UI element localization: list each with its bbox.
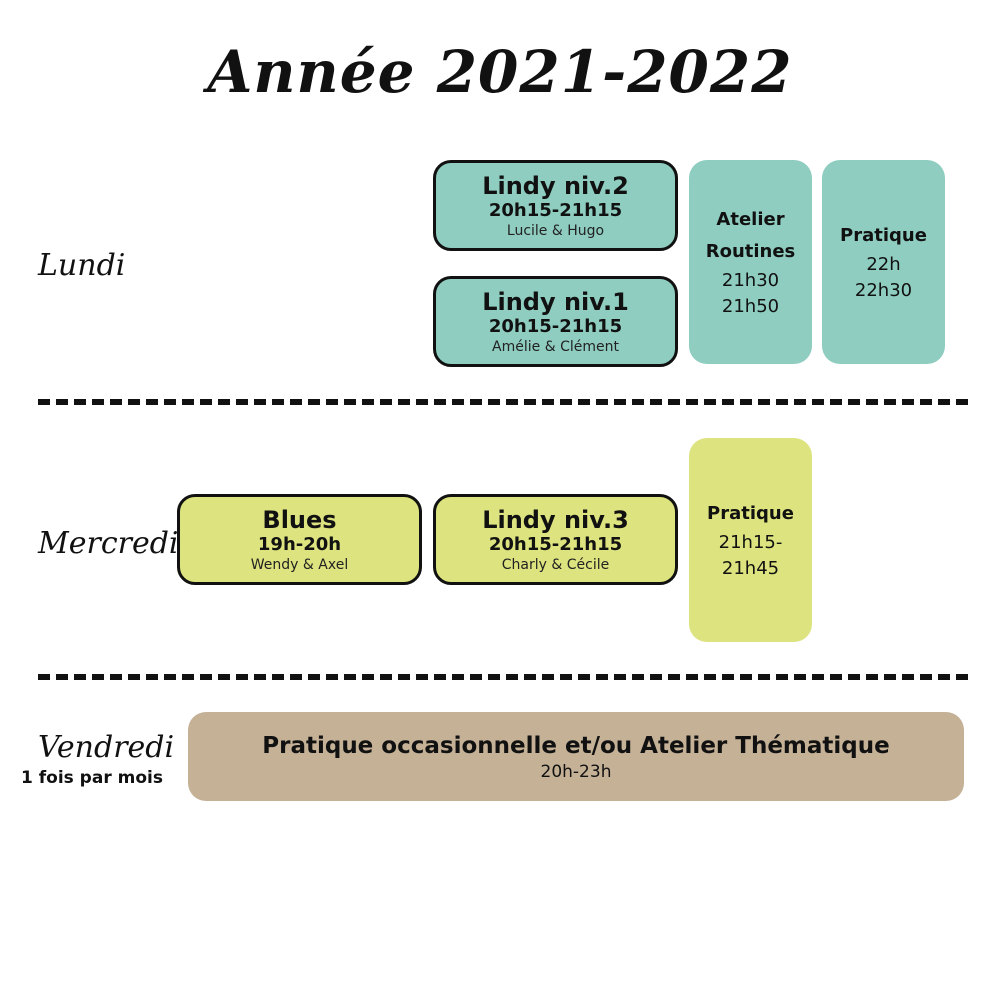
course-time-start: 22h [866, 254, 901, 275]
separator-lundi-mercredi [38, 399, 968, 405]
course-title: Blues [262, 505, 337, 534]
course-time: 20h15-21h15 [488, 199, 623, 221]
course-teachers: Lucile & Hugo [506, 222, 605, 239]
day-frequency: 1 fois par mois [21, 768, 163, 788]
day-label-mercredi: Mercredi [38, 526, 179, 561]
course-title: Pratique [840, 225, 927, 246]
page-title: Année 2021-2022 [207, 38, 793, 106]
day-label-vendredi: Vendredi [38, 730, 175, 765]
course-blues[interactable]: Blues 19h-20h Wendy & Axel [177, 494, 422, 585]
course-time-end: 22h30 [854, 280, 913, 301]
separator-mercredi-vendredi [38, 674, 968, 680]
course-title: Lindy niv.1 [482, 287, 629, 316]
course-time-start: 21h30 [721, 270, 780, 291]
course-title-line2: Routines [705, 241, 796, 262]
course-teachers: Amélie & Clément [492, 338, 619, 355]
event-vendredi[interactable]: Pratique occasionnelle et/ou Atelier Thé… [188, 712, 964, 801]
course-title: Lindy niv.2 [482, 171, 629, 200]
event-time: 20h-23h [540, 761, 612, 782]
course-time-end: 21h45 [721, 558, 780, 579]
course-title-line1: Atelier [716, 209, 785, 230]
course-teachers: Charly & Cécile [501, 556, 610, 573]
course-pratique-mercredi[interactable]: Pratique 21h15- 21h45 [689, 438, 812, 642]
course-title: Pratique [707, 503, 794, 524]
course-time-end: 21h50 [721, 296, 780, 317]
day-label-lundi: Lundi [38, 248, 126, 283]
course-time: 20h15-21h15 [488, 315, 623, 337]
course-time: 20h15-21h15 [488, 533, 623, 555]
course-title: Lindy niv.3 [482, 505, 629, 534]
course-time-start: 21h15- [718, 532, 783, 553]
event-title: Pratique occasionnelle et/ou Atelier Thé… [262, 732, 890, 759]
course-lindy-niv3[interactable]: Lindy niv.3 20h15-21h15 Charly & Cécile [433, 494, 678, 585]
course-time: 19h-20h [257, 533, 342, 555]
course-pratique-lundi[interactable]: Pratique 22h 22h30 [822, 160, 945, 364]
course-teachers: Wendy & Axel [250, 556, 349, 573]
course-atelier-routines[interactable]: Atelier Routines 21h30 21h50 [689, 160, 812, 364]
course-lindy-niv1[interactable]: Lindy niv.1 20h15-21h15 Amélie & Clément [433, 276, 678, 367]
course-lindy-niv2[interactable]: Lindy niv.2 20h15-21h15 Lucile & Hugo [433, 160, 678, 251]
